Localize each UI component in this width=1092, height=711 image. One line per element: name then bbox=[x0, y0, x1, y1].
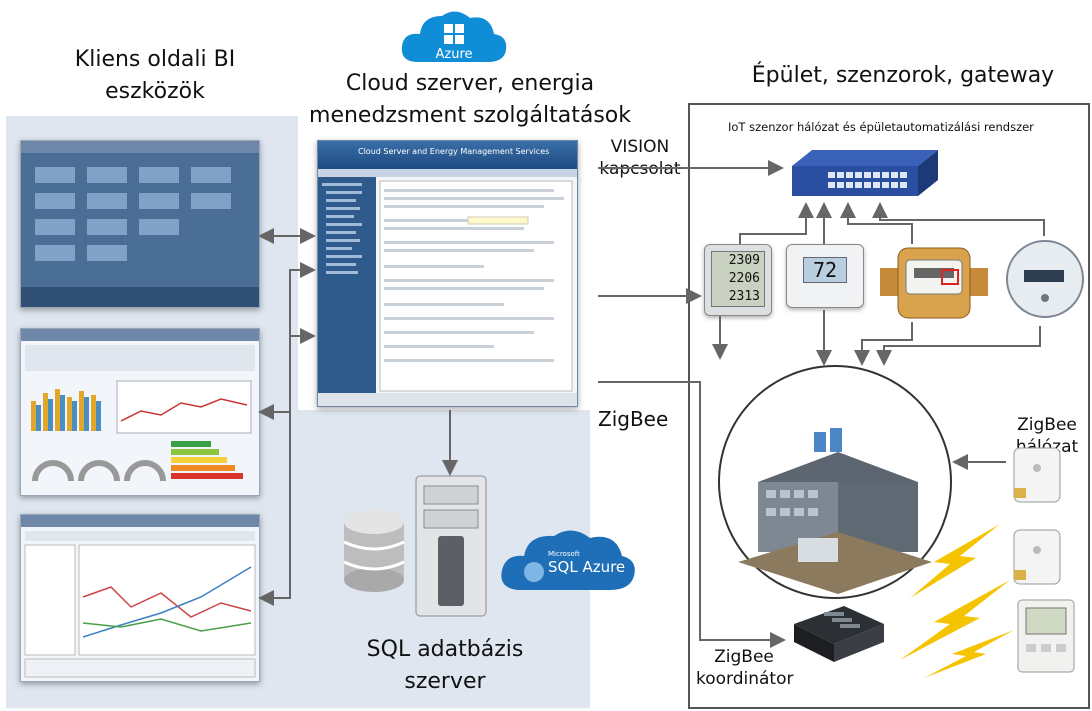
zigbee-coordinator-icon bbox=[794, 606, 884, 662]
wireless-signal-icons bbox=[900, 524, 1014, 678]
building-icon bbox=[718, 365, 952, 599]
network-label: IoT szenzor hálózat és épületautomatizál… bbox=[728, 120, 1034, 134]
server-tower-icon bbox=[415, 475, 487, 617]
zigbee-router-icon-1 bbox=[1013, 447, 1061, 503]
thermostat-device: 72 bbox=[786, 244, 864, 308]
app-window-title: Cloud Server and Energy Management Servi… bbox=[318, 141, 577, 169]
sql-server-label: SQL adatbázis szerver bbox=[366, 637, 524, 694]
power-meter-device: 2309 2206 2313 bbox=[704, 244, 772, 316]
sql-azure-logo: Microsoft SQL Azure bbox=[498, 524, 638, 594]
cloud-server-title: Cloud szerver, energia menedzsment szolg… bbox=[309, 71, 631, 128]
smart-meter-icon bbox=[1006, 240, 1084, 318]
zigbee-display-sensor-icon bbox=[1017, 599, 1075, 673]
thermostat-value: 72 bbox=[803, 257, 847, 283]
zigbee-router-icon-2 bbox=[1013, 529, 1061, 585]
zigbee-coordinator-label: ZigBee koordinátor bbox=[696, 647, 794, 689]
database-icon bbox=[343, 510, 405, 592]
bi-dashboard-screen-3 bbox=[20, 514, 260, 682]
bi-dashboard-screen-2 bbox=[20, 328, 260, 496]
azure-label: Azure bbox=[435, 47, 472, 62]
building-title: Épület, szenzorok, gateway bbox=[751, 63, 1055, 88]
energy-management-app-window: Cloud Server and Energy Management Servi… bbox=[317, 140, 578, 407]
bi-tools-title: Kliens oldali BI eszközök bbox=[74, 47, 236, 104]
bi-dashboard-screen-1 bbox=[20, 140, 260, 308]
network-switch-icon bbox=[792, 150, 938, 196]
azure-cloud-icon: Azure bbox=[401, 11, 507, 63]
water-meter-icon bbox=[880, 247, 988, 319]
zigbee-link-label: ZigBee bbox=[598, 407, 669, 431]
